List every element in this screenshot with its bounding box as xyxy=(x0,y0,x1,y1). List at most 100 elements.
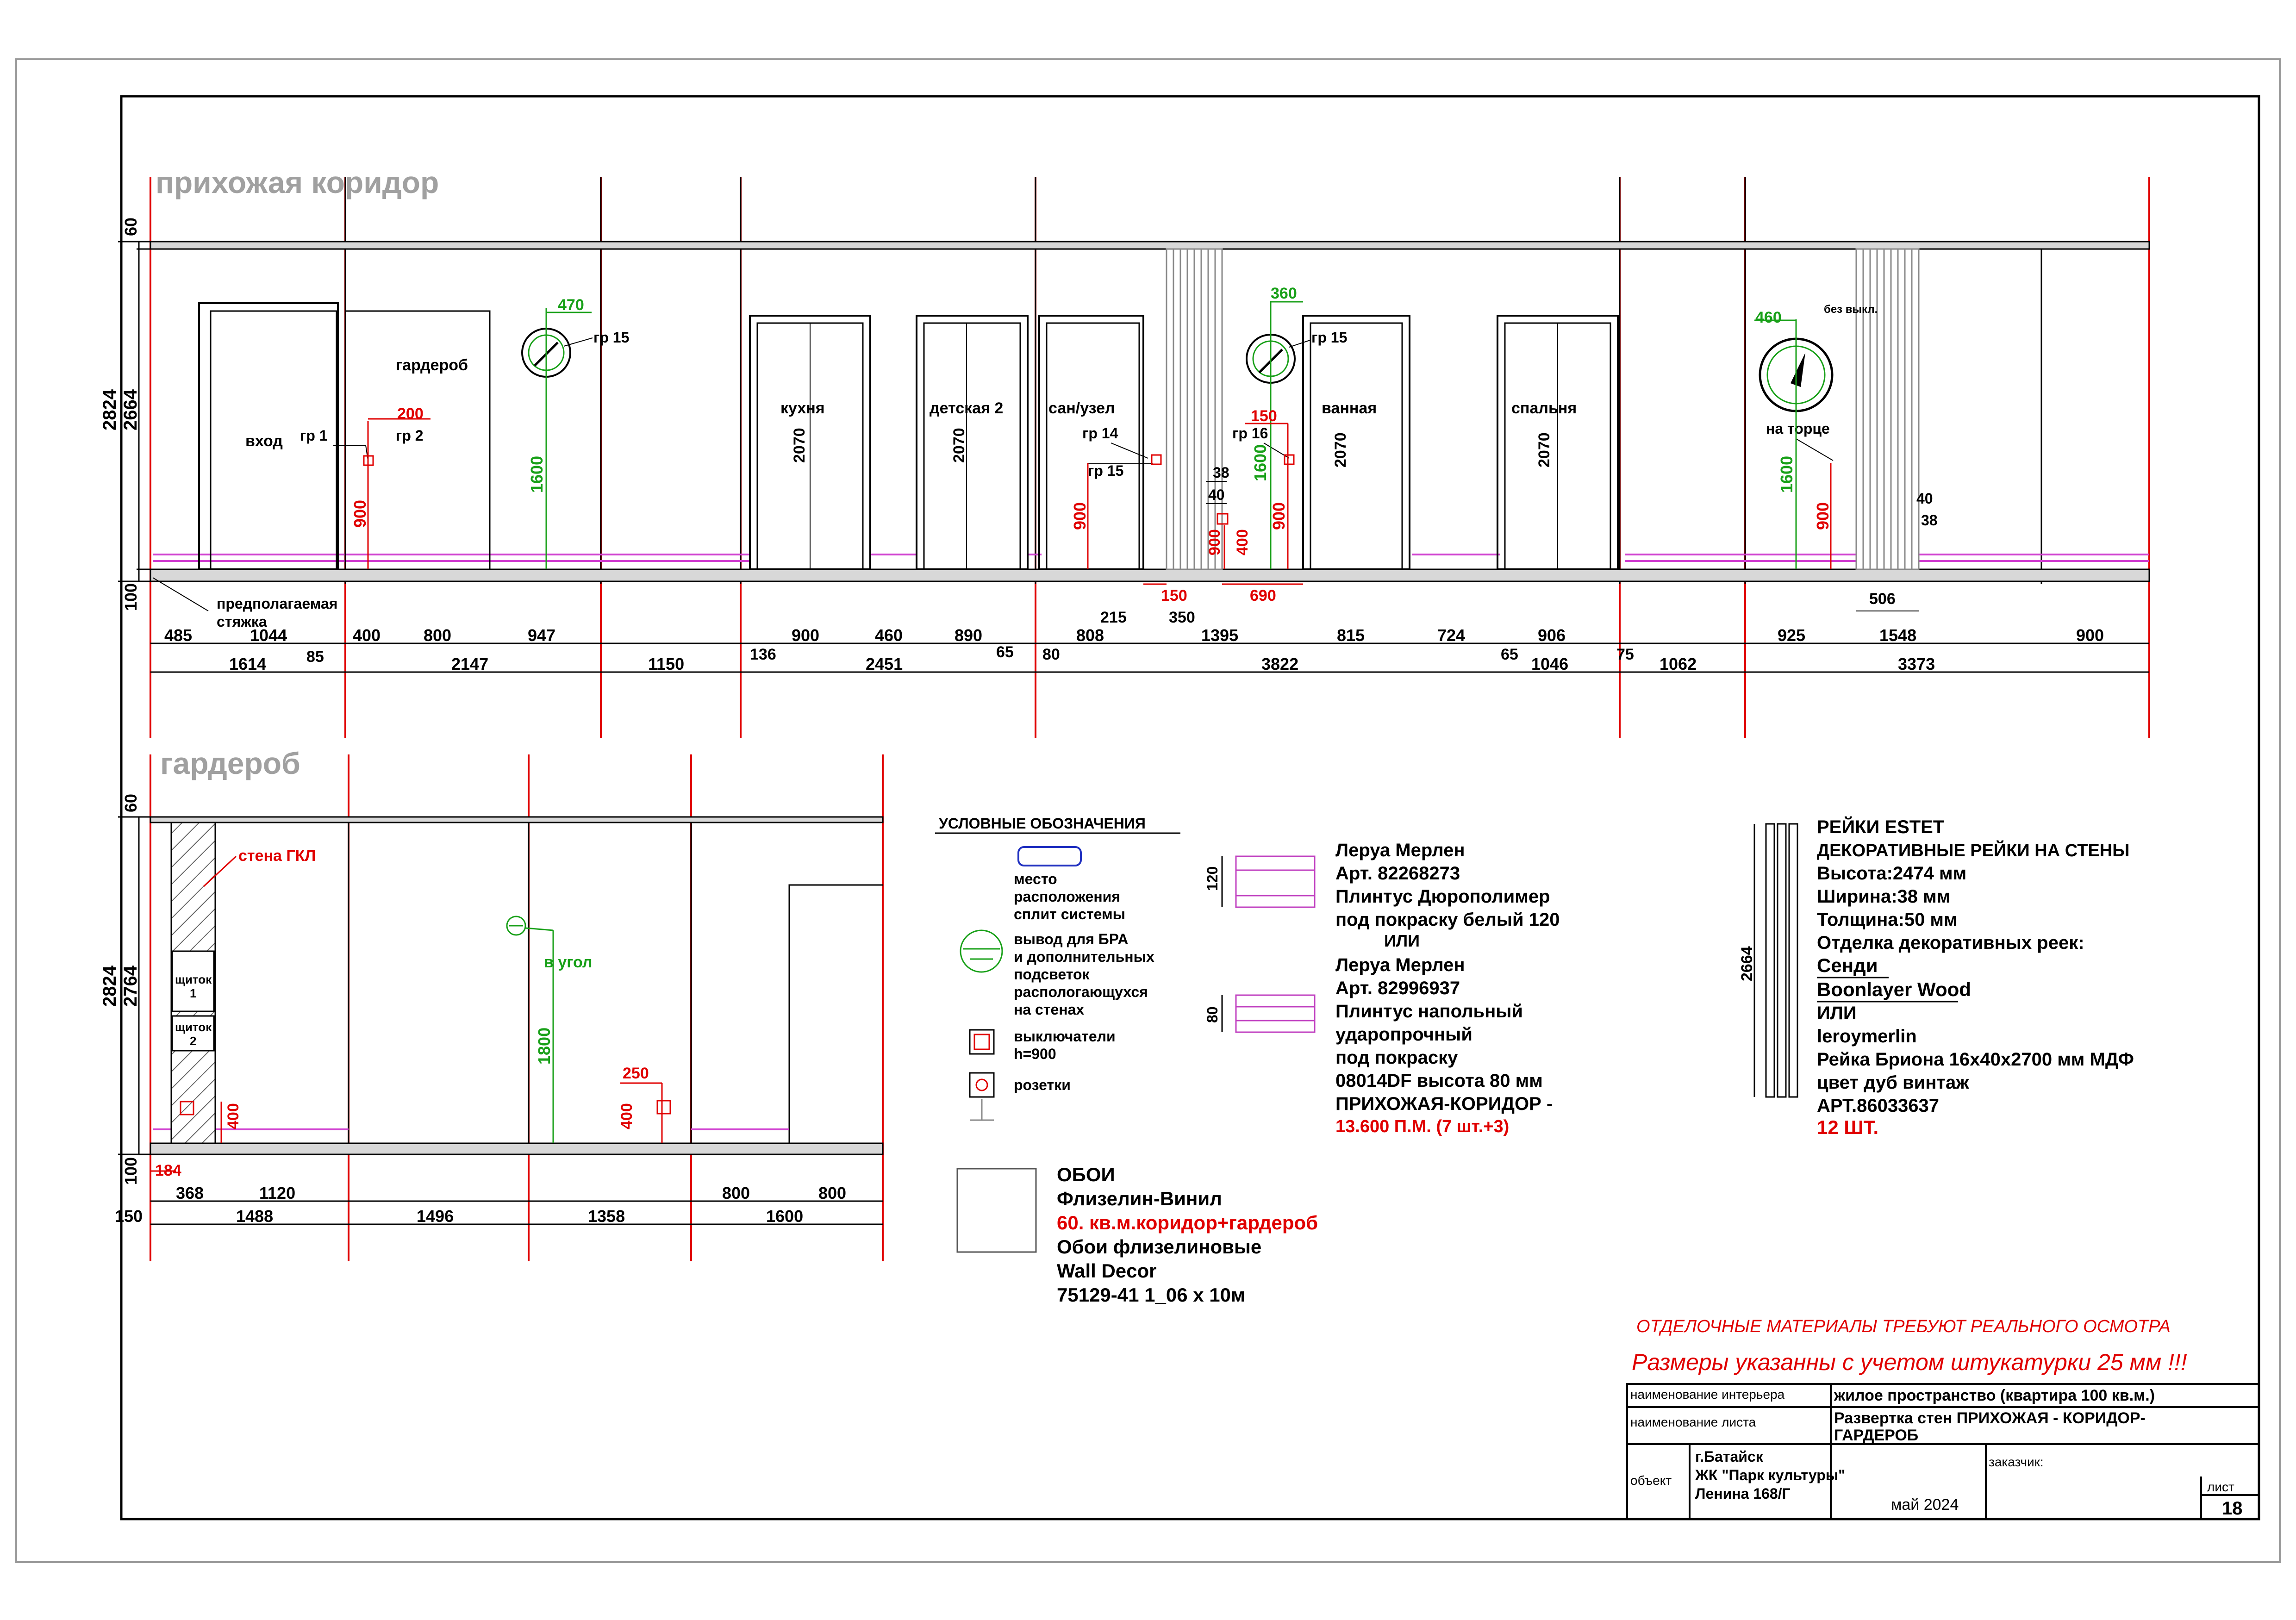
svg-text:100: 100 xyxy=(121,1157,140,1185)
svg-text:250: 250 xyxy=(623,1065,649,1082)
plinth-120-profile xyxy=(1235,855,1316,908)
svg-text:400: 400 xyxy=(225,1103,242,1129)
svg-text:гр 14: гр 14 xyxy=(1082,425,1118,442)
svg-text:724: 724 xyxy=(1437,626,1465,645)
svg-text:1548: 1548 xyxy=(1879,626,1916,645)
svg-text:460: 460 xyxy=(1755,309,1782,326)
svg-text:1150: 1150 xyxy=(648,654,684,673)
switch-icon xyxy=(969,1029,995,1055)
svg-text:60: 60 xyxy=(121,218,140,236)
split-system-icon xyxy=(1017,846,1082,866)
corridor-height-dims: 60 2824 2664 100 xyxy=(100,218,153,611)
svg-text:485: 485 xyxy=(164,626,192,645)
svg-text:40: 40 xyxy=(1208,486,1225,503)
svg-text:Толщина:50 мм: Толщина:50 мм xyxy=(1817,910,1958,930)
svg-text:368: 368 xyxy=(176,1184,204,1203)
svg-text:гр 15: гр 15 xyxy=(1311,329,1347,346)
svg-text:под покраску белый 120: под покраску белый 120 xyxy=(1335,910,1560,930)
door-kitchen: кухня 2070 xyxy=(749,315,871,570)
svg-text:2664: 2664 xyxy=(1738,946,1756,981)
svg-text:Леруа Мерлен: Леруа Мерлен xyxy=(1335,955,1465,975)
svg-text:подсветок: подсветок xyxy=(1014,966,1090,983)
svg-text:гр 15: гр 15 xyxy=(593,329,629,346)
svg-text:40: 40 xyxy=(1916,490,1933,507)
svg-text:Плинтус напольный: Плинтус напольный xyxy=(1335,1001,1523,1022)
svg-text:400: 400 xyxy=(353,626,381,645)
svg-text:1395: 1395 xyxy=(1201,626,1238,645)
svg-text:Плинтус Дюрополимер: Плинтус Дюрополимер xyxy=(1335,886,1550,907)
svg-text:распологающухся: распологающухся xyxy=(1014,984,1148,1000)
corridor-dim-chain-2: 1614 85 2147 1150 136 2451 65 80 3822 65… xyxy=(150,643,2149,673)
svg-text:лист: лист xyxy=(2207,1480,2234,1494)
corridor-title: прихожая коридор xyxy=(156,165,439,199)
svg-text:гр 1: гр 1 xyxy=(300,427,328,444)
switch-icon xyxy=(1284,454,1295,465)
slat-dims: 38 40 40 38 215 350 506 xyxy=(1100,464,1938,626)
room-label-kitchen: кухня xyxy=(780,399,825,417)
svg-text:900: 900 xyxy=(1206,529,1223,555)
door-bath: ванная 2070 xyxy=(1302,315,1410,570)
room-label-bedroom: спальня xyxy=(1511,399,1577,417)
screed-note: предполагаемая стяжка xyxy=(152,577,337,630)
svg-text:2764: 2764 xyxy=(120,965,141,1007)
sheet-outer-frame xyxy=(15,58,2281,1563)
socket-icon xyxy=(656,1100,671,1115)
svg-text:без выкл.: без выкл. xyxy=(1824,303,1878,316)
room-label-entrance: вход xyxy=(245,432,283,450)
svg-text:2664: 2664 xyxy=(120,389,141,430)
svg-text:215: 215 xyxy=(1100,609,1127,626)
corridor-dim-chain-1: 485 1044 400 800 947 900 460 890 808 139… xyxy=(150,626,2149,645)
svg-text:85: 85 xyxy=(306,648,324,666)
svg-text:120: 120 xyxy=(1204,866,1221,891)
svg-text:стяжка: стяжка xyxy=(217,613,267,630)
svg-text:гр 16: гр 16 xyxy=(1232,425,1268,442)
svg-text:136: 136 xyxy=(750,646,776,663)
svg-text:май 2024: май 2024 xyxy=(1891,1496,1959,1514)
door-kids2: детская 2 2070 xyxy=(916,315,1029,570)
svg-text:1614: 1614 xyxy=(229,654,266,673)
svg-text:Флизелин-Винил: Флизелин-Винил xyxy=(1057,1188,1222,1209)
svg-text:1062: 1062 xyxy=(1660,654,1697,673)
legend-title: УСЛОВНЫЕ ОБОЗНАЧЕНИЯ xyxy=(939,815,1146,832)
svg-text:400: 400 xyxy=(1234,529,1251,555)
svg-text:75129-41 1_06 х 10м: 75129-41 1_06 х 10м xyxy=(1057,1284,1245,1306)
svg-text:906: 906 xyxy=(1538,626,1566,645)
svg-text:400: 400 xyxy=(618,1103,636,1129)
svg-text:900: 900 xyxy=(1269,502,1288,530)
room-label-kids2: детская 2 xyxy=(930,399,1003,417)
svg-text:2147: 2147 xyxy=(451,654,488,673)
svg-text:АРТ.86033637: АРТ.86033637 xyxy=(1817,1096,1939,1116)
svg-text:150: 150 xyxy=(1251,407,1277,425)
wardrobe-dim-chain-1: 368 1120 800 800 xyxy=(150,1184,883,1203)
svg-text:947: 947 xyxy=(528,626,555,645)
slats-spec: 2664 РЕЙКИ ESTET ДЕКОРАТИВНЫЕ РЕЙКИ НА С… xyxy=(1738,816,2134,1138)
svg-text:2070: 2070 xyxy=(1535,432,1553,467)
svg-text:800: 800 xyxy=(722,1184,750,1203)
svg-text:2824: 2824 xyxy=(100,965,120,1007)
plinth-spec: 120 80 Леруа Мерлен Арт. 82268273 Плинту… xyxy=(1204,840,1560,1136)
svg-text:РЕЙКИ ESTET: РЕЙКИ ESTET xyxy=(1817,816,1944,837)
svg-text:60. кв.м.коридор+гардероб: 60. кв.м.коридор+гардероб xyxy=(1057,1212,1318,1234)
svg-text:350: 350 xyxy=(1169,609,1195,626)
svg-text:150: 150 xyxy=(1161,587,1187,604)
svg-text:Арт. 82996937: Арт. 82996937 xyxy=(1335,978,1460,998)
svg-text:Boonlayer Wood: Boonlayer Wood xyxy=(1817,978,1971,1000)
svg-text:ОБОИ: ОБОИ xyxy=(1057,1164,1115,1185)
door-wardrobe: гардероб xyxy=(344,310,491,570)
svg-text:гр 15: гр 15 xyxy=(1088,462,1123,479)
svg-text:3373: 3373 xyxy=(1898,654,1935,673)
svg-text:Рейка Бриона 16х40х2700 мм МДФ: Рейка Бриона 16х40х2700 мм МДФ xyxy=(1817,1049,2134,1070)
svg-text:80: 80 xyxy=(1042,646,1060,663)
svg-text:38: 38 xyxy=(1213,464,1229,481)
gkl-wall-label: стена ГКЛ xyxy=(238,847,316,865)
room-label-bathroom: сан/узел xyxy=(1048,399,1115,417)
group-labels: гр 1 гр 2 гр 15 гр 14 гр 15 гр 16 гр 15 … xyxy=(300,303,1878,525)
wardrobe-height-dims: 60 2824 2764 100 xyxy=(100,794,153,1185)
axis-lines xyxy=(150,177,2150,738)
svg-text:1044: 1044 xyxy=(250,626,287,645)
svg-text:ГАРДЕРОБ: ГАРДЕРОБ xyxy=(1834,1427,1918,1444)
door-bathroom: сан/узел xyxy=(1038,315,1144,570)
svg-text:ударопрочный: ударопрочный xyxy=(1335,1024,1472,1045)
svg-text:ПРИХОЖАЯ-КОРИДОР -: ПРИХОЖАЯ-КОРИДОР - xyxy=(1335,1094,1553,1114)
